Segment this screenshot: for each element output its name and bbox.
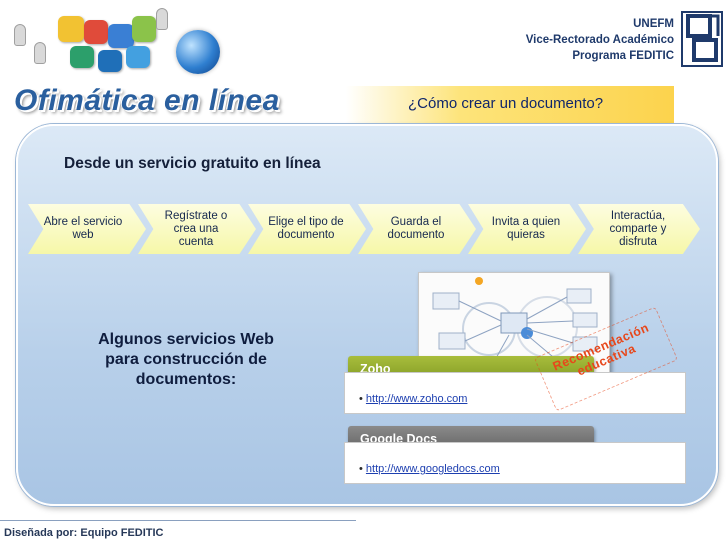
institution-heading: UNEFM Vice-Rectorado Académico Programa … [526, 16, 674, 64]
footer-divider [0, 520, 356, 521]
footer-credit: Diseñada por: Equipo FEDITIC [4, 527, 164, 539]
org-line-1: UNEFM [633, 18, 674, 30]
service-google-docs-box: • http://www.googledocs.com [344, 442, 686, 484]
puzzle-piece [126, 46, 150, 68]
puzzle-piece [58, 16, 84, 42]
process-step-label: Interactúa, comparte y disfruta [609, 209, 667, 248]
process-step: Regístrate o crea una cuenta [138, 204, 256, 254]
process-chevron-row: Abre el servicio web Regístrate o crea u… [28, 204, 704, 254]
services-heading: Algunos servicios Web para construcción … [98, 331, 274, 388]
process-step: Elige el tipo de documento [248, 204, 366, 254]
puzzle-piece [70, 46, 94, 68]
unefm-logo-icon [681, 11, 723, 67]
puzzle-piece [98, 50, 122, 72]
process-step-label: Invita a quien quieras [491, 216, 561, 241]
process-step: Abre el servicio web [28, 204, 146, 254]
globe-icon [176, 30, 220, 74]
person-figure-icon [34, 42, 46, 64]
person-figure-icon [156, 8, 168, 30]
process-step-label: Abre el servicio web [43, 216, 123, 241]
process-step: Invita a quien quieras [468, 204, 586, 254]
process-step: Guarda el documento [358, 204, 476, 254]
puzzle-piece [84, 20, 108, 44]
question-banner [346, 86, 674, 124]
slide-question: ¿Cómo crear un documento? [408, 95, 604, 112]
service-google-docs-link[interactable]: http://www.googledocs.com [365, 463, 500, 475]
service-zoho-link[interactable]: http://www.zoho.com [365, 393, 468, 405]
feditic-puzzle-logo-icon [4, 2, 234, 82]
org-line-3: Programa FEDITIC [572, 50, 674, 62]
process-step-label: Guarda el documento [387, 216, 445, 241]
process-step-label: Regístrate o crea una cuenta [164, 209, 228, 248]
service-zoho-box: • http://www.zoho.com [344, 372, 686, 414]
process-step: Interactúa, comparte y disfruta [578, 204, 700, 254]
section-subtitle: Desde un servicio gratuito en línea [64, 155, 321, 172]
process-step-label: Elige el tipo de documento [268, 216, 344, 241]
person-figure-icon [14, 24, 26, 46]
slide-title: Ofimática en línea [14, 84, 280, 117]
org-line-2: Vice-Rectorado Académico [525, 34, 674, 46]
puzzle-piece [108, 24, 134, 48]
puzzle-piece [132, 16, 156, 42]
